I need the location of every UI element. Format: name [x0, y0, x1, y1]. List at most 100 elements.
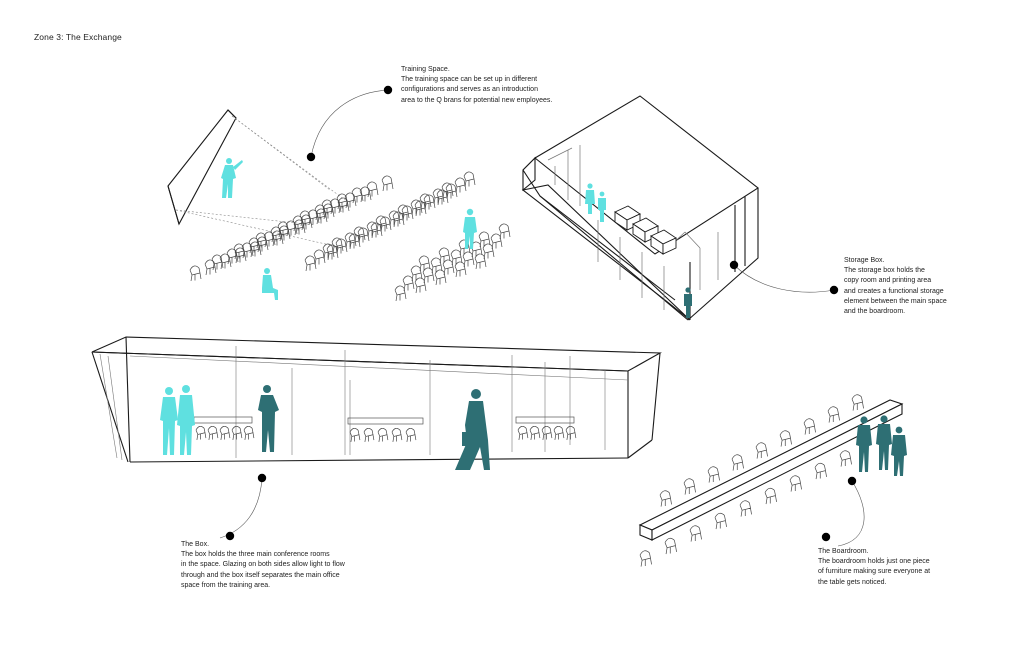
boardroom-chair [755, 442, 768, 459]
standing-figure-training [463, 208, 477, 249]
training-chair [204, 259, 217, 276]
boardroom-chair [803, 418, 816, 435]
training-chair [498, 223, 511, 240]
callout-dot-training-end [306, 152, 316, 162]
callout-dot-boardroom-end [821, 532, 831, 542]
boardroom-chair [827, 406, 840, 423]
boardroom-chair [659, 490, 672, 507]
training-chair [434, 269, 447, 286]
storage-figures [585, 183, 692, 318]
storage-box-text-4: element between the main space [844, 297, 947, 305]
training-chair [462, 251, 475, 268]
training-chair [256, 236, 269, 253]
training-space-text-3: area to the Q brans for potential new em… [401, 96, 553, 104]
conference-chair [207, 425, 219, 440]
training-chair [351, 187, 364, 204]
training-chair [366, 221, 379, 238]
training-chair [470, 241, 483, 258]
projection-lines [175, 115, 346, 246]
boardroom-text-1: The boardroom holds just one piece [818, 558, 930, 566]
training-chair [299, 210, 312, 227]
training-chair [322, 243, 335, 260]
training-chair [482, 243, 495, 260]
callout-dot-training [383, 85, 393, 95]
training-chair [271, 230, 284, 247]
box-text-1: The box holds the three main conference … [181, 551, 330, 559]
page-title: Zone 3: The Exchange [34, 32, 122, 42]
training-chair [388, 210, 401, 227]
conference-chair [219, 425, 231, 440]
training-chair [454, 261, 467, 278]
training-chair [329, 198, 342, 215]
training-chair [450, 249, 463, 266]
projection-screen [167, 109, 237, 226]
training-chair [422, 267, 435, 284]
training-space-drawing [167, 109, 511, 302]
training-chair [394, 285, 407, 302]
training-chair [397, 204, 410, 221]
boardroom-chairs [639, 394, 864, 567]
boardroom-chair [739, 500, 752, 517]
printers [614, 205, 677, 255]
training-chair [278, 225, 291, 242]
training-chair [331, 237, 344, 254]
training-space-note: Training Space. The training space can b… [401, 65, 552, 106]
training-chair [241, 242, 254, 259]
conference-chair [553, 425, 565, 440]
training-chair [315, 208, 328, 225]
callout-leaders [219, 89, 865, 547]
conference-box-drawing [91, 336, 662, 463]
training-chair [381, 175, 394, 192]
conference-chairs [195, 425, 577, 442]
presenter-figure [221, 158, 243, 198]
training-chair [418, 255, 431, 272]
conference-chair [391, 427, 403, 442]
training-chair [300, 214, 313, 231]
storage-box-text-5: and the boardroom. [844, 308, 906, 316]
training-chair [419, 193, 432, 210]
conference-chair [195, 425, 207, 440]
dark-figures-box [258, 385, 490, 470]
training-chair [293, 219, 306, 236]
conference-chair [231, 425, 243, 440]
storage-box-text-3: and creates a functional storage [844, 287, 944, 295]
training-chair [375, 215, 388, 232]
box-text-2: in the space. Glazing on both sides allo… [181, 561, 345, 569]
training-chair [277, 221, 290, 238]
training-chair [344, 192, 357, 209]
training-chair [402, 275, 415, 292]
training-chair [234, 247, 247, 264]
training-chair [366, 181, 379, 198]
boardroom-figures [856, 415, 907, 476]
boardroom-chair [689, 525, 702, 542]
training-chair [248, 237, 261, 254]
boardroom-chair [639, 550, 652, 567]
callout-dot-storage [729, 260, 739, 270]
training-chair [454, 177, 467, 194]
training-chair [249, 241, 262, 258]
training-chair [432, 188, 445, 205]
boardroom-note: The Boardroom. The boardroom holds just … [818, 547, 930, 588]
training-chair [292, 215, 305, 232]
boardroom-text-3: the table gets noticed. [818, 578, 887, 586]
callout-dots [225, 85, 857, 542]
training-chair [307, 209, 320, 226]
conference-chair [405, 427, 417, 442]
training-chair [441, 182, 454, 199]
training-space-text-1: The training space can be set up in diff… [401, 76, 538, 84]
callout-dot-box-end [225, 531, 235, 541]
seated-figure-training [262, 268, 278, 300]
boardroom-chair [731, 454, 744, 471]
training-chair [211, 254, 224, 271]
conference-chair [517, 425, 529, 440]
boardroom-chair [764, 487, 777, 505]
boardroom-text-2: of furniture making sure everyone at [818, 568, 931, 576]
light-figures-box [160, 385, 195, 455]
boardroom-chair [664, 537, 677, 555]
box-figures [160, 385, 490, 470]
box-note: The Box. The box holds the three main co… [181, 540, 345, 591]
training-chair [304, 255, 317, 272]
training-chair [490, 233, 503, 250]
training-chair [353, 226, 366, 243]
